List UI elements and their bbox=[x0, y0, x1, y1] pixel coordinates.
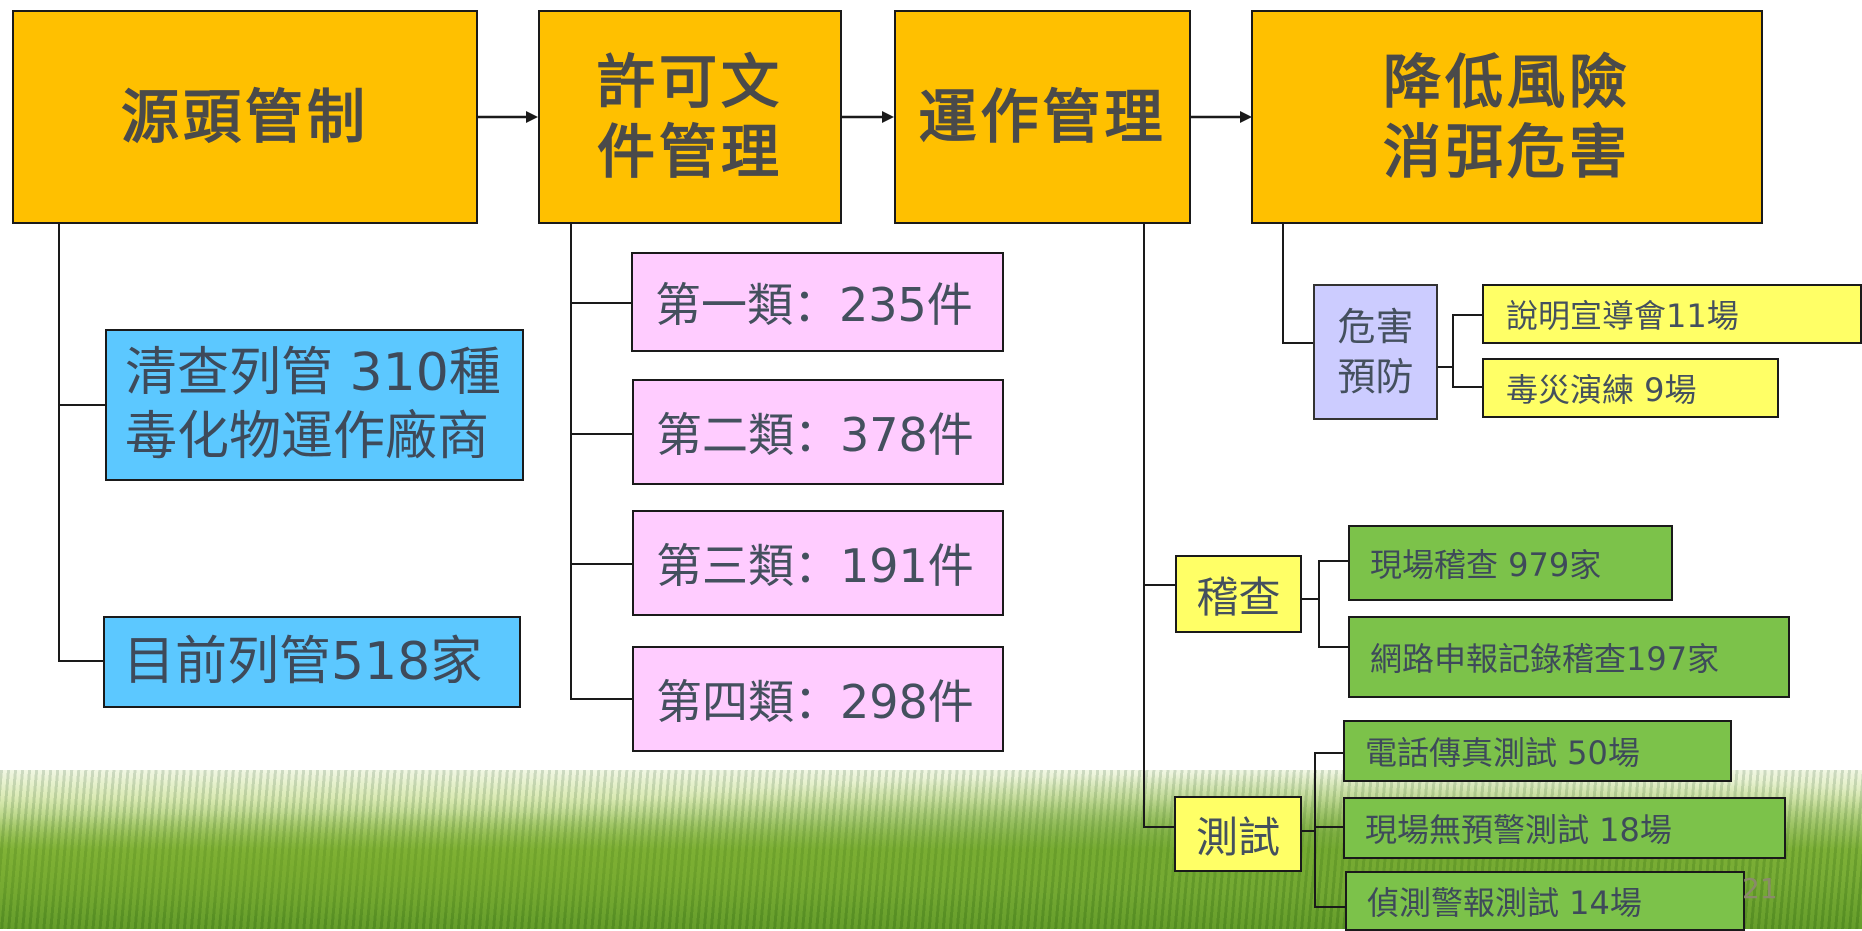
connector-line bbox=[1452, 386, 1482, 388]
connector-line bbox=[1282, 342, 1314, 344]
connector-line bbox=[58, 224, 60, 662]
connector-line bbox=[1143, 224, 1145, 828]
operation-mgmt-box: 運作管理 bbox=[894, 10, 1191, 224]
inspection-item-onsite: 現場稽查 979家 bbox=[1348, 525, 1673, 601]
arrowhead bbox=[526, 111, 538, 123]
connector-line bbox=[1318, 560, 1320, 648]
connector-line bbox=[570, 563, 632, 565]
testing-item-unannounced: 現場無預警測試 18場 bbox=[1343, 797, 1786, 859]
testing-box: 測試 bbox=[1174, 796, 1302, 872]
connector-line bbox=[570, 302, 632, 304]
connector-line bbox=[1302, 830, 1316, 832]
connector-line bbox=[1314, 906, 1346, 908]
connector-line bbox=[570, 224, 572, 700]
connector-line bbox=[570, 433, 632, 435]
permit-class-1: 第一類：235件 bbox=[631, 252, 1004, 352]
hazard-prevention-box: 危害 預防 bbox=[1313, 284, 1438, 420]
permit-class-3: 第三類：191件 bbox=[632, 510, 1004, 616]
listed-firms-box: 目前列管518家 bbox=[103, 616, 521, 708]
source-control-box: 源頭管制 bbox=[12, 10, 478, 224]
connector-line bbox=[1143, 826, 1175, 828]
hazard-item-drill: 毒災演練 9場 bbox=[1482, 358, 1779, 418]
permit-class-4: 第四類：298件 bbox=[632, 646, 1004, 752]
listed-species-box: 清查列管 310種 毒化物運作廠商 bbox=[105, 329, 524, 481]
connector-line bbox=[1438, 366, 1452, 368]
permit-docs-box: 許可文 件管理 bbox=[538, 10, 842, 224]
testing-item-alarm: 偵測警報測試 14場 bbox=[1345, 871, 1745, 931]
connector-line bbox=[1302, 598, 1318, 600]
connector-line bbox=[570, 698, 632, 700]
permit-class-2: 第二類：378件 bbox=[632, 379, 1004, 485]
connector-line bbox=[1314, 826, 1346, 828]
arrowhead bbox=[1240, 111, 1252, 123]
connector-line bbox=[58, 404, 106, 406]
connector-line bbox=[1452, 314, 1454, 388]
testing-item-phone-fax: 電話傳真測試 50場 bbox=[1343, 720, 1732, 782]
inspection-item-online: 網路申報記錄稽查197家 bbox=[1348, 616, 1790, 698]
hazard-item-seminar: 說明宣導會11場 bbox=[1482, 284, 1862, 344]
connector-line bbox=[1143, 584, 1175, 586]
page-number: 21 bbox=[1742, 872, 1778, 905]
connector-line bbox=[1318, 560, 1350, 562]
connector-line bbox=[58, 660, 104, 662]
connector-line bbox=[1452, 314, 1482, 316]
connector-line bbox=[1282, 224, 1284, 344]
connector-line bbox=[1314, 752, 1346, 754]
arrowhead bbox=[882, 111, 894, 123]
reduce-risk-box: 降低風險 消弭危害 bbox=[1251, 10, 1763, 224]
connector-line bbox=[1314, 752, 1316, 908]
connector-line bbox=[1318, 646, 1350, 648]
inspection-box: 稽查 bbox=[1175, 555, 1302, 633]
